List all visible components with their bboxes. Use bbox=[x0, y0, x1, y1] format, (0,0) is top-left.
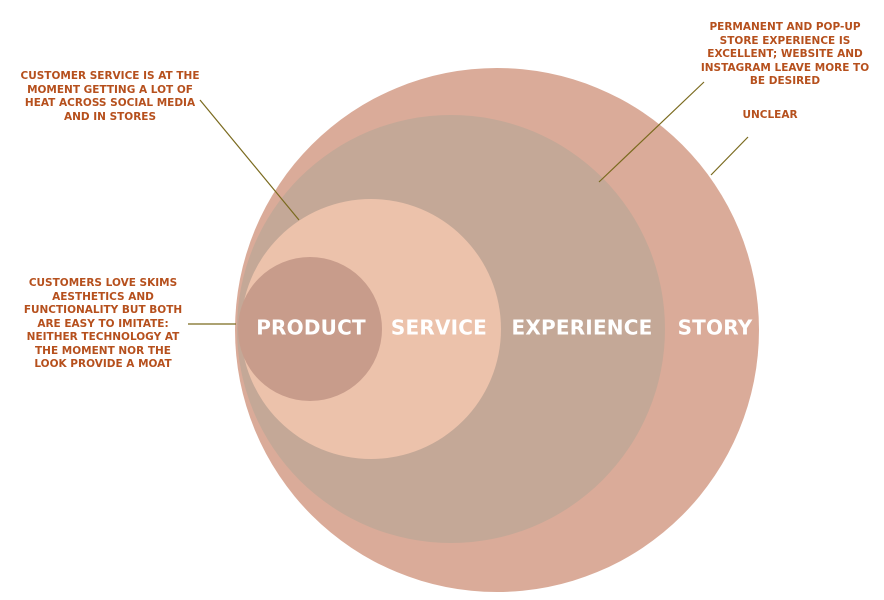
service-leader-line bbox=[199, 99, 300, 221]
story-leader-line bbox=[710, 136, 749, 176]
experience-annotation: PERMANENT AND POP-UP STORE EXPERIENCE IS… bbox=[700, 21, 870, 87]
service-label: SERVICE bbox=[391, 316, 487, 340]
service-annotation: CUSTOMER SERVICE IS AT THE MOMENT GETTIN… bbox=[20, 70, 200, 123]
experience-label: EXPERIENCE bbox=[512, 316, 653, 340]
experience-leader-line bbox=[598, 81, 705, 183]
product-annotation: CUSTOMERS LOVE SKIMS AESTHETICS AND FUNC… bbox=[23, 277, 183, 370]
product-label: PRODUCT bbox=[256, 316, 366, 340]
story-label: STORY bbox=[678, 316, 753, 340]
product-circle bbox=[238, 257, 382, 401]
story-annotation: UNCLEAR bbox=[742, 109, 798, 121]
